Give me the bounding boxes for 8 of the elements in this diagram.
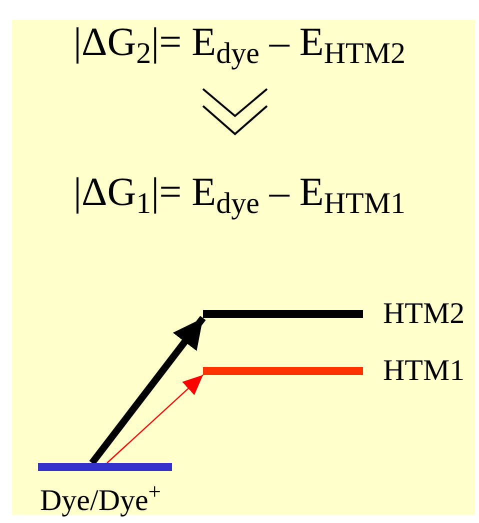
arrow xyxy=(106,374,204,464)
level-label: HTM2 xyxy=(383,297,465,330)
energy-level-bar xyxy=(38,463,172,471)
level-label: Dye/Dye$^{+}$ xyxy=(40,484,161,517)
arrow xyxy=(89,316,206,466)
energy-level-bar xyxy=(203,310,363,318)
energy-level-bar xyxy=(203,367,363,375)
level-label: HTM1 xyxy=(383,354,465,387)
